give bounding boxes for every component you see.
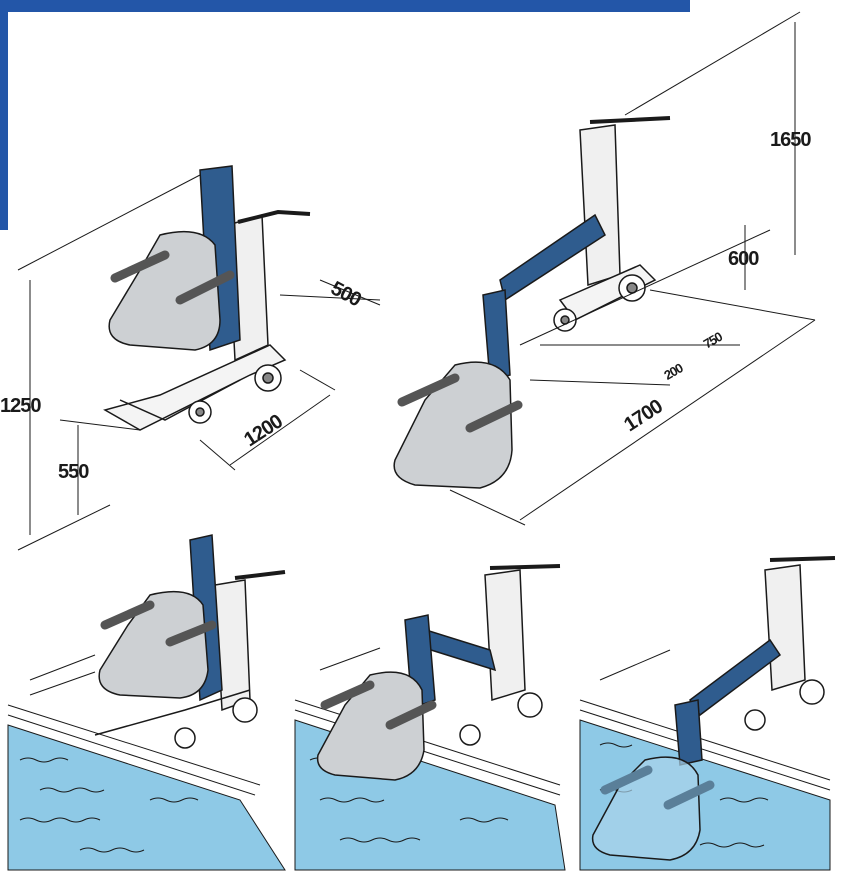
lift-poolside-swinging: [316, 564, 561, 781]
dim-label-1650: 1650: [770, 129, 811, 151]
dimension-lines-extended: [449, 11, 816, 526]
lift-lowered-view: [103, 165, 311, 431]
pool-deck-lines: [7, 647, 831, 796]
lift-in-water: [591, 556, 836, 861]
dim-label-750: 750: [701, 329, 725, 352]
pool-water-left: [7, 724, 286, 871]
dim-label-600: 600: [728, 248, 759, 270]
dim-label-1200: 1200: [240, 410, 287, 451]
dim-label-500: 500: [327, 277, 365, 311]
dim-label-1250: 1250: [0, 395, 41, 417]
water-ripples: [19, 742, 769, 853]
dim-label-550: 550: [58, 461, 89, 483]
dimension-lines-lowered: [17, 174, 381, 551]
dim-label-200: 200: [661, 360, 685, 383]
dim-label-1700: 1700: [620, 395, 667, 436]
lift-extended-view: [393, 116, 671, 489]
lift-poolside-lowered: [94, 534, 286, 749]
